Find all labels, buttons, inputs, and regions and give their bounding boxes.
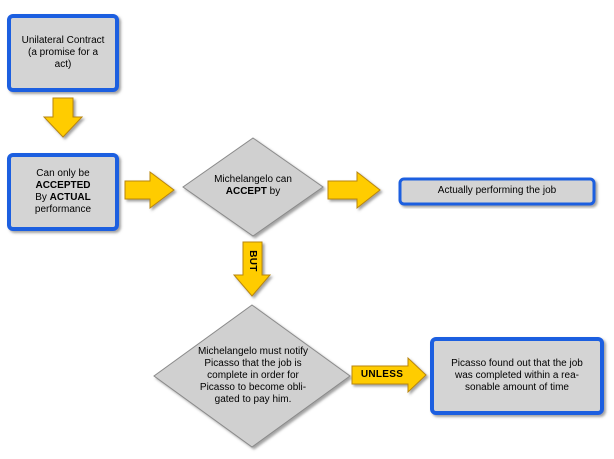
accept-by-text: Michelangelo can ACCEPT by <box>196 168 310 204</box>
right-arrow-1 <box>124 171 175 209</box>
notify-line-3: complete in order for <box>207 369 299 381</box>
notify-diamond <box>153 304 351 448</box>
accepted-line-2: ACCEPTED <box>35 179 91 191</box>
accept-by-diamond <box>182 137 324 237</box>
accept-by-bold: ACCEPT <box>225 186 267 197</box>
accepted-line-1: Can only be <box>36 167 90 179</box>
found-out-line-2: was completed within a rea- <box>455 369 579 381</box>
accepted-line-4: performance <box>34 204 92 216</box>
accepted-line-3-prefix: By <box>35 192 50 203</box>
accept-by-line-2: ACCEPT by <box>214 186 292 198</box>
down-arrow-1 <box>42 97 84 138</box>
but-label: BUT <box>247 250 258 272</box>
unilateral-line-2: (a promise for a <box>27 46 99 58</box>
unilateral-contract-text: Unilateral Contract (a promise for a act… <box>11 18 115 88</box>
performing-text: Actually performing the job <box>437 185 557 197</box>
accept-by-line-1: Michelangelo can <box>214 173 292 185</box>
notify-text: Michelangelo must notify Picasso that th… <box>178 338 328 414</box>
found-out-line-1: Picasso found out that the job <box>451 357 583 369</box>
unilateral-line-1: Unilateral Contract <box>21 34 105 46</box>
performing-box <box>398 177 596 206</box>
found-out-text: Picasso found out that the job was compl… <box>434 341 600 411</box>
notify-line-1: Michelangelo must notify <box>197 345 309 357</box>
accept-by-tail: by <box>266 186 281 197</box>
unless-arrow <box>351 356 427 394</box>
unilateral-contract-box <box>7 14 119 92</box>
accepted-text: Can only be ACCEPTED By ACTUAL performan… <box>11 157 115 227</box>
found-out-box <box>430 337 604 415</box>
unilateral-line-3: act) <box>54 59 72 71</box>
unless-label: UNLESS <box>360 369 404 380</box>
right-arrow-2 <box>327 170 381 210</box>
notify-line-4: Picasso to become obli- <box>199 382 307 394</box>
but-arrow <box>232 241 272 297</box>
accepted-line-3: By ACTUAL <box>35 192 91 204</box>
accepted-box <box>7 153 119 231</box>
found-out-line-3: sonable amount of time <box>465 382 569 394</box>
notify-line-5: gated to pay him. <box>214 394 292 406</box>
notify-line-2: Picasso that the job is <box>204 357 302 369</box>
accepted-line-3-bold: ACTUAL <box>49 192 91 203</box>
